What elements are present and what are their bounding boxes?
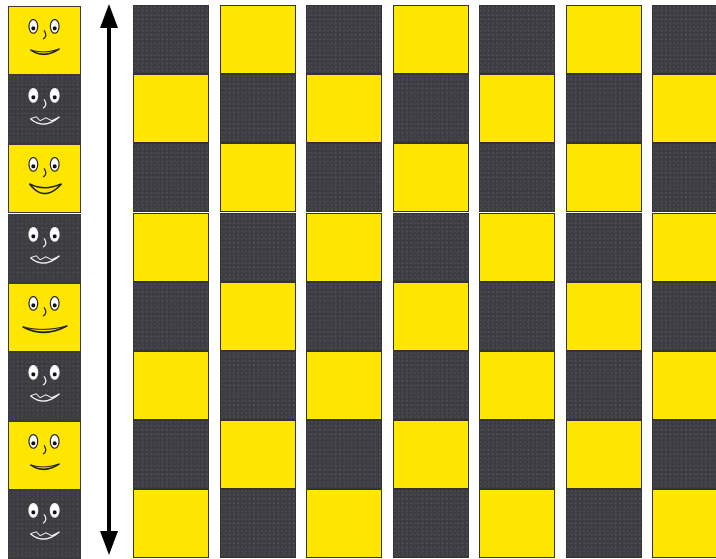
board-cell	[133, 351, 209, 420]
board-cell	[220, 351, 296, 420]
board-cell	[393, 143, 469, 212]
board-cell	[652, 489, 716, 558]
smiley-face-icon	[9, 76, 80, 143]
board-cell	[220, 5, 296, 74]
board-cell	[393, 489, 469, 558]
face-tile	[8, 75, 81, 144]
board-column	[133, 5, 209, 559]
board-cell	[220, 489, 296, 558]
board-cell	[306, 143, 382, 212]
board-cell	[306, 489, 382, 558]
smiley-face-icon	[9, 7, 80, 74]
board-cell	[652, 213, 716, 282]
board-cell	[306, 351, 382, 420]
board-cell	[220, 143, 296, 212]
smiley-face-icon	[9, 215, 80, 282]
board-cell	[306, 420, 382, 489]
board-cell	[652, 420, 716, 489]
board-cell	[133, 143, 209, 212]
smiley-face-icon	[9, 284, 80, 351]
board-cell	[479, 213, 555, 282]
face-tile	[8, 283, 81, 352]
face-tile	[8, 352, 81, 421]
board-cell	[652, 282, 716, 351]
board-cell	[220, 420, 296, 489]
board-cell	[566, 282, 642, 351]
double-arrow-icon	[92, 0, 126, 559]
smiley-face-icon	[9, 422, 80, 489]
board-cell	[479, 143, 555, 212]
board-cell	[133, 74, 209, 143]
board-cell	[566, 420, 642, 489]
board-cell	[220, 74, 296, 143]
smiley-face-icon	[9, 491, 80, 558]
checker-board	[133, 5, 716, 559]
board-cell	[220, 213, 296, 282]
board-cell	[133, 282, 209, 351]
face-tile	[8, 6, 81, 75]
board-column	[220, 5, 296, 559]
face-tile	[8, 421, 81, 490]
board-cell	[133, 489, 209, 558]
board-cell	[652, 74, 716, 143]
board-cell	[566, 489, 642, 558]
board-cell	[306, 5, 382, 74]
board-cell	[479, 351, 555, 420]
board-cell	[393, 351, 469, 420]
board-cell	[566, 143, 642, 212]
board-cell	[566, 5, 642, 74]
board-cell	[652, 351, 716, 420]
board-cell	[566, 351, 642, 420]
board-cell	[393, 213, 469, 282]
face-tile	[8, 490, 81, 559]
board-column	[566, 5, 642, 559]
board-cell	[393, 5, 469, 74]
board-cell	[652, 143, 716, 212]
face-tile	[8, 144, 81, 213]
board-cell	[306, 74, 382, 143]
face-column	[8, 6, 81, 559]
board-column	[652, 5, 716, 559]
board-cell	[566, 213, 642, 282]
board-cell	[479, 420, 555, 489]
board-cell	[133, 420, 209, 489]
board-cell	[393, 74, 469, 143]
board-cell	[393, 420, 469, 489]
board-cell	[220, 282, 296, 351]
board-cell	[652, 5, 716, 74]
board-cell	[306, 213, 382, 282]
board-cell	[479, 5, 555, 74]
board-cell	[479, 489, 555, 558]
board-cell	[566, 74, 642, 143]
smiley-face-icon	[9, 145, 80, 212]
board-cell	[133, 5, 209, 74]
face-tile	[8, 214, 81, 283]
board-column	[479, 5, 555, 559]
board-cell	[133, 213, 209, 282]
board-cell	[393, 282, 469, 351]
board-column	[306, 5, 382, 559]
board-cell	[306, 282, 382, 351]
board-column	[393, 5, 469, 559]
board-cell	[479, 282, 555, 351]
smiley-face-icon	[9, 353, 80, 420]
board-cell	[479, 74, 555, 143]
